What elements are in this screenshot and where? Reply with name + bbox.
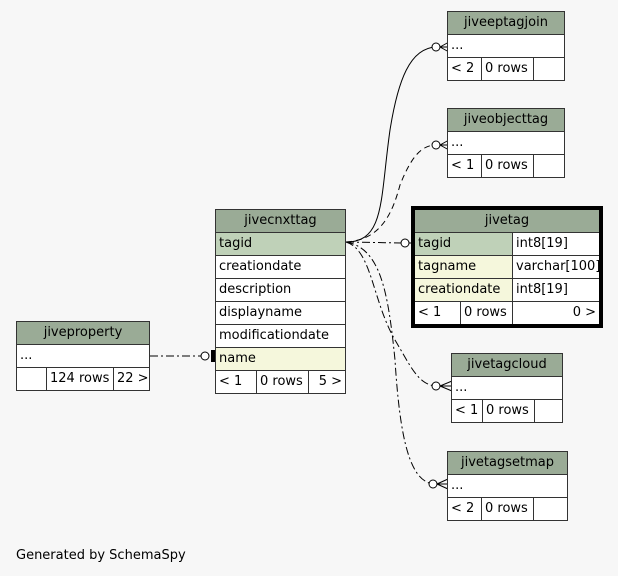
table-jivetag[interactable]: jivetag tagid int8[19] tagname varchar[1…	[411, 206, 603, 328]
table-stats-row: < 1 0 rows	[452, 400, 562, 422]
table-jivecnxttag[interactable]: jivecnxttag tagid creationdate descripti…	[215, 209, 346, 394]
field-ellipsis: ...	[451, 38, 464, 53]
row-count: 0 rows	[481, 58, 533, 80]
field-ellipsis: ...	[451, 478, 464, 493]
parents-count[interactable]: < 1	[418, 305, 442, 320]
table-title[interactable]: jivetagsetmap	[448, 452, 567, 475]
crowfoot-circle	[200, 351, 210, 361]
row-count: 0 rows	[481, 498, 533, 520]
table-stats-row: < 1 0 rows 5 >	[216, 371, 345, 393]
table-field-row: ...	[17, 345, 149, 368]
link-jivetagcloud	[345, 241, 437, 387]
table-stats-row: < 1 0 rows	[448, 155, 564, 177]
crowfoot-circle	[431, 381, 441, 391]
table-jiveproperty[interactable]: jiveproperty ... 124 rows 22 >	[16, 321, 150, 391]
column-type: varchar[100]	[512, 256, 599, 278]
table-field-row: description	[216, 279, 345, 302]
table-stats-row: < 2 0 rows	[448, 58, 564, 80]
crowfoot-circle	[431, 140, 441, 150]
row-count: 0 rows	[256, 371, 308, 393]
table-field-row: displayname	[216, 302, 345, 325]
column-name-creationdate: creationdate	[415, 279, 512, 301]
table-title[interactable]: jivetagcloud	[452, 354, 562, 377]
field-ellipsis: ...	[455, 380, 468, 395]
table-jivetagcloud[interactable]: jivetagcloud ... < 1 0 rows	[451, 353, 563, 423]
field-creationdate: creationdate	[219, 259, 302, 274]
table-column-row: creationdate int8[19]	[415, 279, 599, 302]
row-count: 0 rows	[481, 155, 533, 177]
table-stats-row: < 1 0 rows 0 >	[415, 302, 599, 324]
table-field-row: ...	[448, 475, 567, 498]
field-ellipsis: ...	[20, 348, 33, 363]
children-count[interactable]	[534, 400, 562, 422]
parents-count[interactable]: < 2	[451, 501, 475, 516]
table-field-row: tagid	[216, 233, 345, 256]
table-title[interactable]: jivecnxttag	[216, 210, 345, 233]
crowfoot-circle	[431, 42, 441, 52]
parents-count[interactable]: < 1	[219, 374, 243, 389]
link-jiveeptagjoin	[345, 46, 437, 243]
crowfoot-circle	[428, 479, 438, 489]
table-field-row: ...	[448, 132, 564, 155]
parents-count[interactable]: < 1	[451, 158, 475, 173]
crowfoot-circle	[400, 238, 410, 248]
parents-count[interactable]	[17, 368, 46, 390]
children-count[interactable]: 22 >	[113, 368, 149, 390]
field-name: name	[219, 351, 256, 366]
children-count[interactable]: 5 >	[308, 371, 345, 393]
column-type: int8[19]	[512, 279, 599, 301]
table-title[interactable]: jiveproperty	[17, 322, 149, 345]
table-field-row: modificationdate	[216, 325, 345, 348]
link-jivetag	[345, 241, 404, 244]
children-count[interactable]	[533, 155, 564, 177]
table-title[interactable]: jiveeptagjoin	[448, 12, 564, 35]
parents-count[interactable]: < 2	[451, 61, 475, 76]
field-displayname: displayname	[219, 305, 303, 320]
table-title[interactable]: jiveobjecttag	[448, 109, 564, 132]
table-jivetagsetmap[interactable]: jivetagsetmap ... < 2 0 rows	[447, 451, 568, 521]
column-type: int8[19]	[512, 233, 599, 255]
table-jiveeptagjoin[interactable]: jiveeptagjoin ... < 2 0 rows	[447, 11, 565, 81]
link-jiveobjecttag	[345, 144, 437, 243]
field-description: description	[219, 282, 292, 297]
field-ellipsis: ...	[451, 135, 464, 150]
table-field-row: name	[216, 348, 345, 371]
table-jiveobjecttag[interactable]: jiveobjecttag ... < 1 0 rows	[447, 108, 565, 178]
parents-count[interactable]: < 1	[455, 403, 479, 418]
children-count[interactable]: 0 >	[512, 302, 599, 324]
children-count[interactable]	[533, 498, 567, 520]
row-count: 0 rows	[482, 400, 534, 422]
row-count: 124 rows	[46, 368, 113, 390]
table-stats-row: 124 rows 22 >	[17, 368, 149, 390]
table-column-row: tagid int8[19]	[415, 233, 599, 256]
table-stats-row: < 2 0 rows	[448, 498, 567, 520]
table-field-row: ...	[448, 35, 564, 58]
generated-by-footer: Generated by SchemaSpy	[16, 548, 186, 563]
children-count[interactable]	[533, 58, 564, 80]
table-field-row: creationdate	[216, 256, 345, 279]
column-name-tagname: tagname	[415, 256, 512, 278]
table-field-row: ...	[452, 377, 562, 400]
table-column-row: tagname varchar[100]	[415, 256, 599, 279]
field-tagid: tagid	[219, 236, 253, 251]
row-count: 0 rows	[460, 302, 512, 324]
field-modificationdate: modificationdate	[219, 328, 329, 343]
table-title[interactable]: jivetag	[415, 210, 599, 233]
column-name-tagid: tagid	[415, 233, 512, 255]
